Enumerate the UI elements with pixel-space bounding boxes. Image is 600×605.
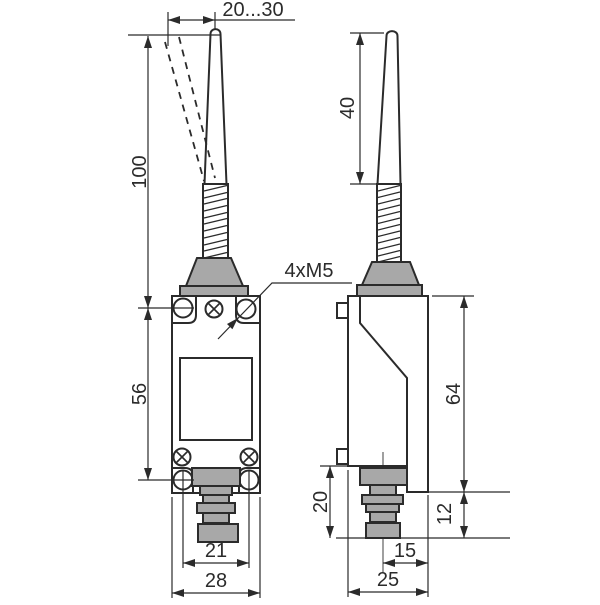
lever-rod-front bbox=[203, 28, 228, 185]
name-plate bbox=[179, 357, 253, 441]
gland-block-front bbox=[191, 467, 241, 487]
gland-neck-front bbox=[202, 512, 230, 524]
gland-rib1-side bbox=[369, 484, 397, 496]
gland-block-side bbox=[359, 467, 408, 486]
leader-arrowhead bbox=[227, 318, 238, 330]
gland-rib3-front bbox=[196, 502, 236, 514]
bellows-cap-base-side bbox=[356, 284, 423, 297]
gland-rib2-side bbox=[361, 494, 404, 505]
front-view bbox=[164, 28, 261, 543]
dim-label-21: 21 bbox=[205, 540, 227, 562]
bellows-cap-side bbox=[360, 261, 421, 286]
side-view bbox=[336, 30, 429, 573]
dim-label-12: 12 bbox=[434, 503, 456, 525]
ext-lines-front bbox=[128, 12, 295, 598]
deflected-lever-dashed bbox=[164, 36, 216, 182]
dim-label-15: 15 bbox=[394, 540, 416, 562]
screw-cross-bottom-right bbox=[242, 450, 256, 464]
dim-label-40: 40 bbox=[337, 97, 359, 119]
gland-tip-side bbox=[365, 522, 401, 539]
bellows-cap-base-front bbox=[179, 285, 249, 297]
gland-rib3-side bbox=[365, 503, 400, 513]
spring-coils-front bbox=[203, 184, 228, 259]
dim-label-25: 25 bbox=[377, 569, 399, 591]
switch-body-side bbox=[347, 295, 429, 493]
dim-label-deflection: 20...30 bbox=[222, 0, 283, 21]
screw-cross-top-middle bbox=[207, 302, 221, 316]
spring-coils-side bbox=[377, 184, 401, 263]
dim-label-56: 56 bbox=[129, 383, 151, 405]
body-chamfer-side bbox=[359, 296, 408, 466]
ear-top-right bbox=[235, 297, 260, 324]
dim-label-100: 100 bbox=[129, 155, 151, 188]
screw-cross-bottom-left bbox=[175, 450, 189, 464]
dim-label-20: 20 bbox=[310, 491, 332, 513]
lever-rod-side bbox=[376, 30, 402, 185]
ext-lines-side bbox=[320, 32, 510, 597]
ear-top-left bbox=[172, 297, 197, 324]
bellows-cap-front bbox=[184, 257, 245, 287]
side-dimensions: 40 64 20 12 15 25 bbox=[310, 32, 510, 597]
cable-gland-side bbox=[359, 467, 408, 539]
dim-label-28: 28 bbox=[205, 570, 227, 592]
callout-label-4xM5: 4xM5 bbox=[285, 260, 334, 282]
gland-rib2-front bbox=[202, 494, 230, 504]
gland-tip-front bbox=[197, 523, 239, 543]
front-dimensions: 20...30 100 56 21 28 4xM5 bbox=[128, 0, 352, 598]
gland-rib1-front bbox=[199, 485, 233, 496]
cable-gland-front bbox=[191, 467, 241, 543]
dim-label-64: 64 bbox=[443, 383, 465, 405]
side-tab-lower bbox=[336, 448, 349, 465]
gland-neck-side bbox=[369, 511, 397, 523]
side-tab-upper bbox=[336, 302, 349, 319]
